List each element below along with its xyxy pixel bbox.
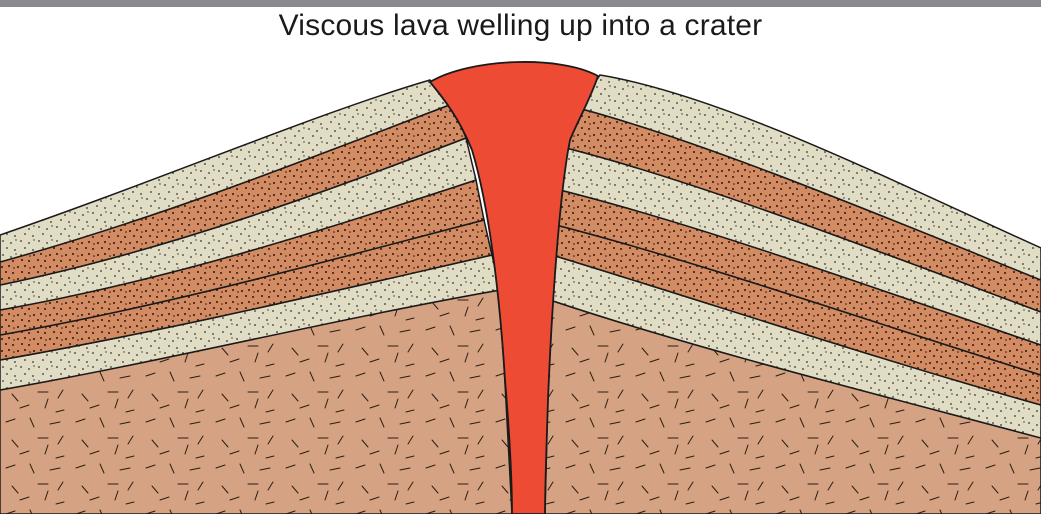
volcano-cross-section: [0, 0, 1041, 514]
volcano-diagram: Viscous lava welling up into a crater: [0, 0, 1041, 514]
